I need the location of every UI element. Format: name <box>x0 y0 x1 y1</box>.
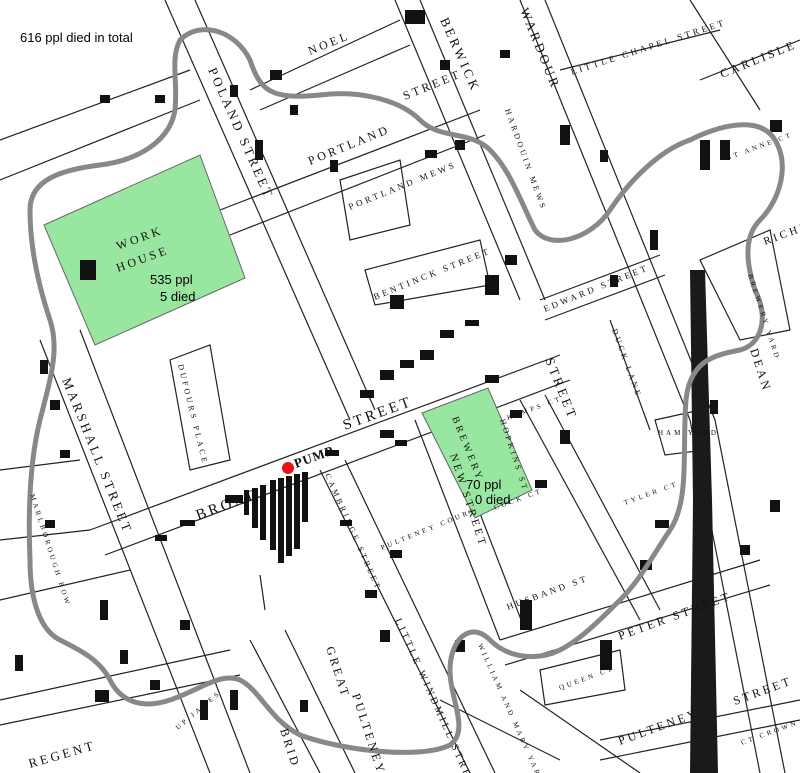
workhouse-deaths: 5 died <box>160 289 195 304</box>
study-boundary <box>26 27 785 755</box>
brewery-area <box>421 387 533 519</box>
pump-marker <box>282 462 294 474</box>
street-ham-yard: HAM YARD <box>658 429 719 437</box>
brewery-population: 70 ppl <box>466 477 502 492</box>
death-bars <box>15 10 782 720</box>
brewery-deaths: 0 died <box>475 492 510 507</box>
total-deaths-label: 616 ppl died in total <box>20 30 133 45</box>
workhouse-population: 535 ppl <box>150 272 193 287</box>
workhouse-area <box>43 154 246 346</box>
dark-strip <box>690 270 718 773</box>
